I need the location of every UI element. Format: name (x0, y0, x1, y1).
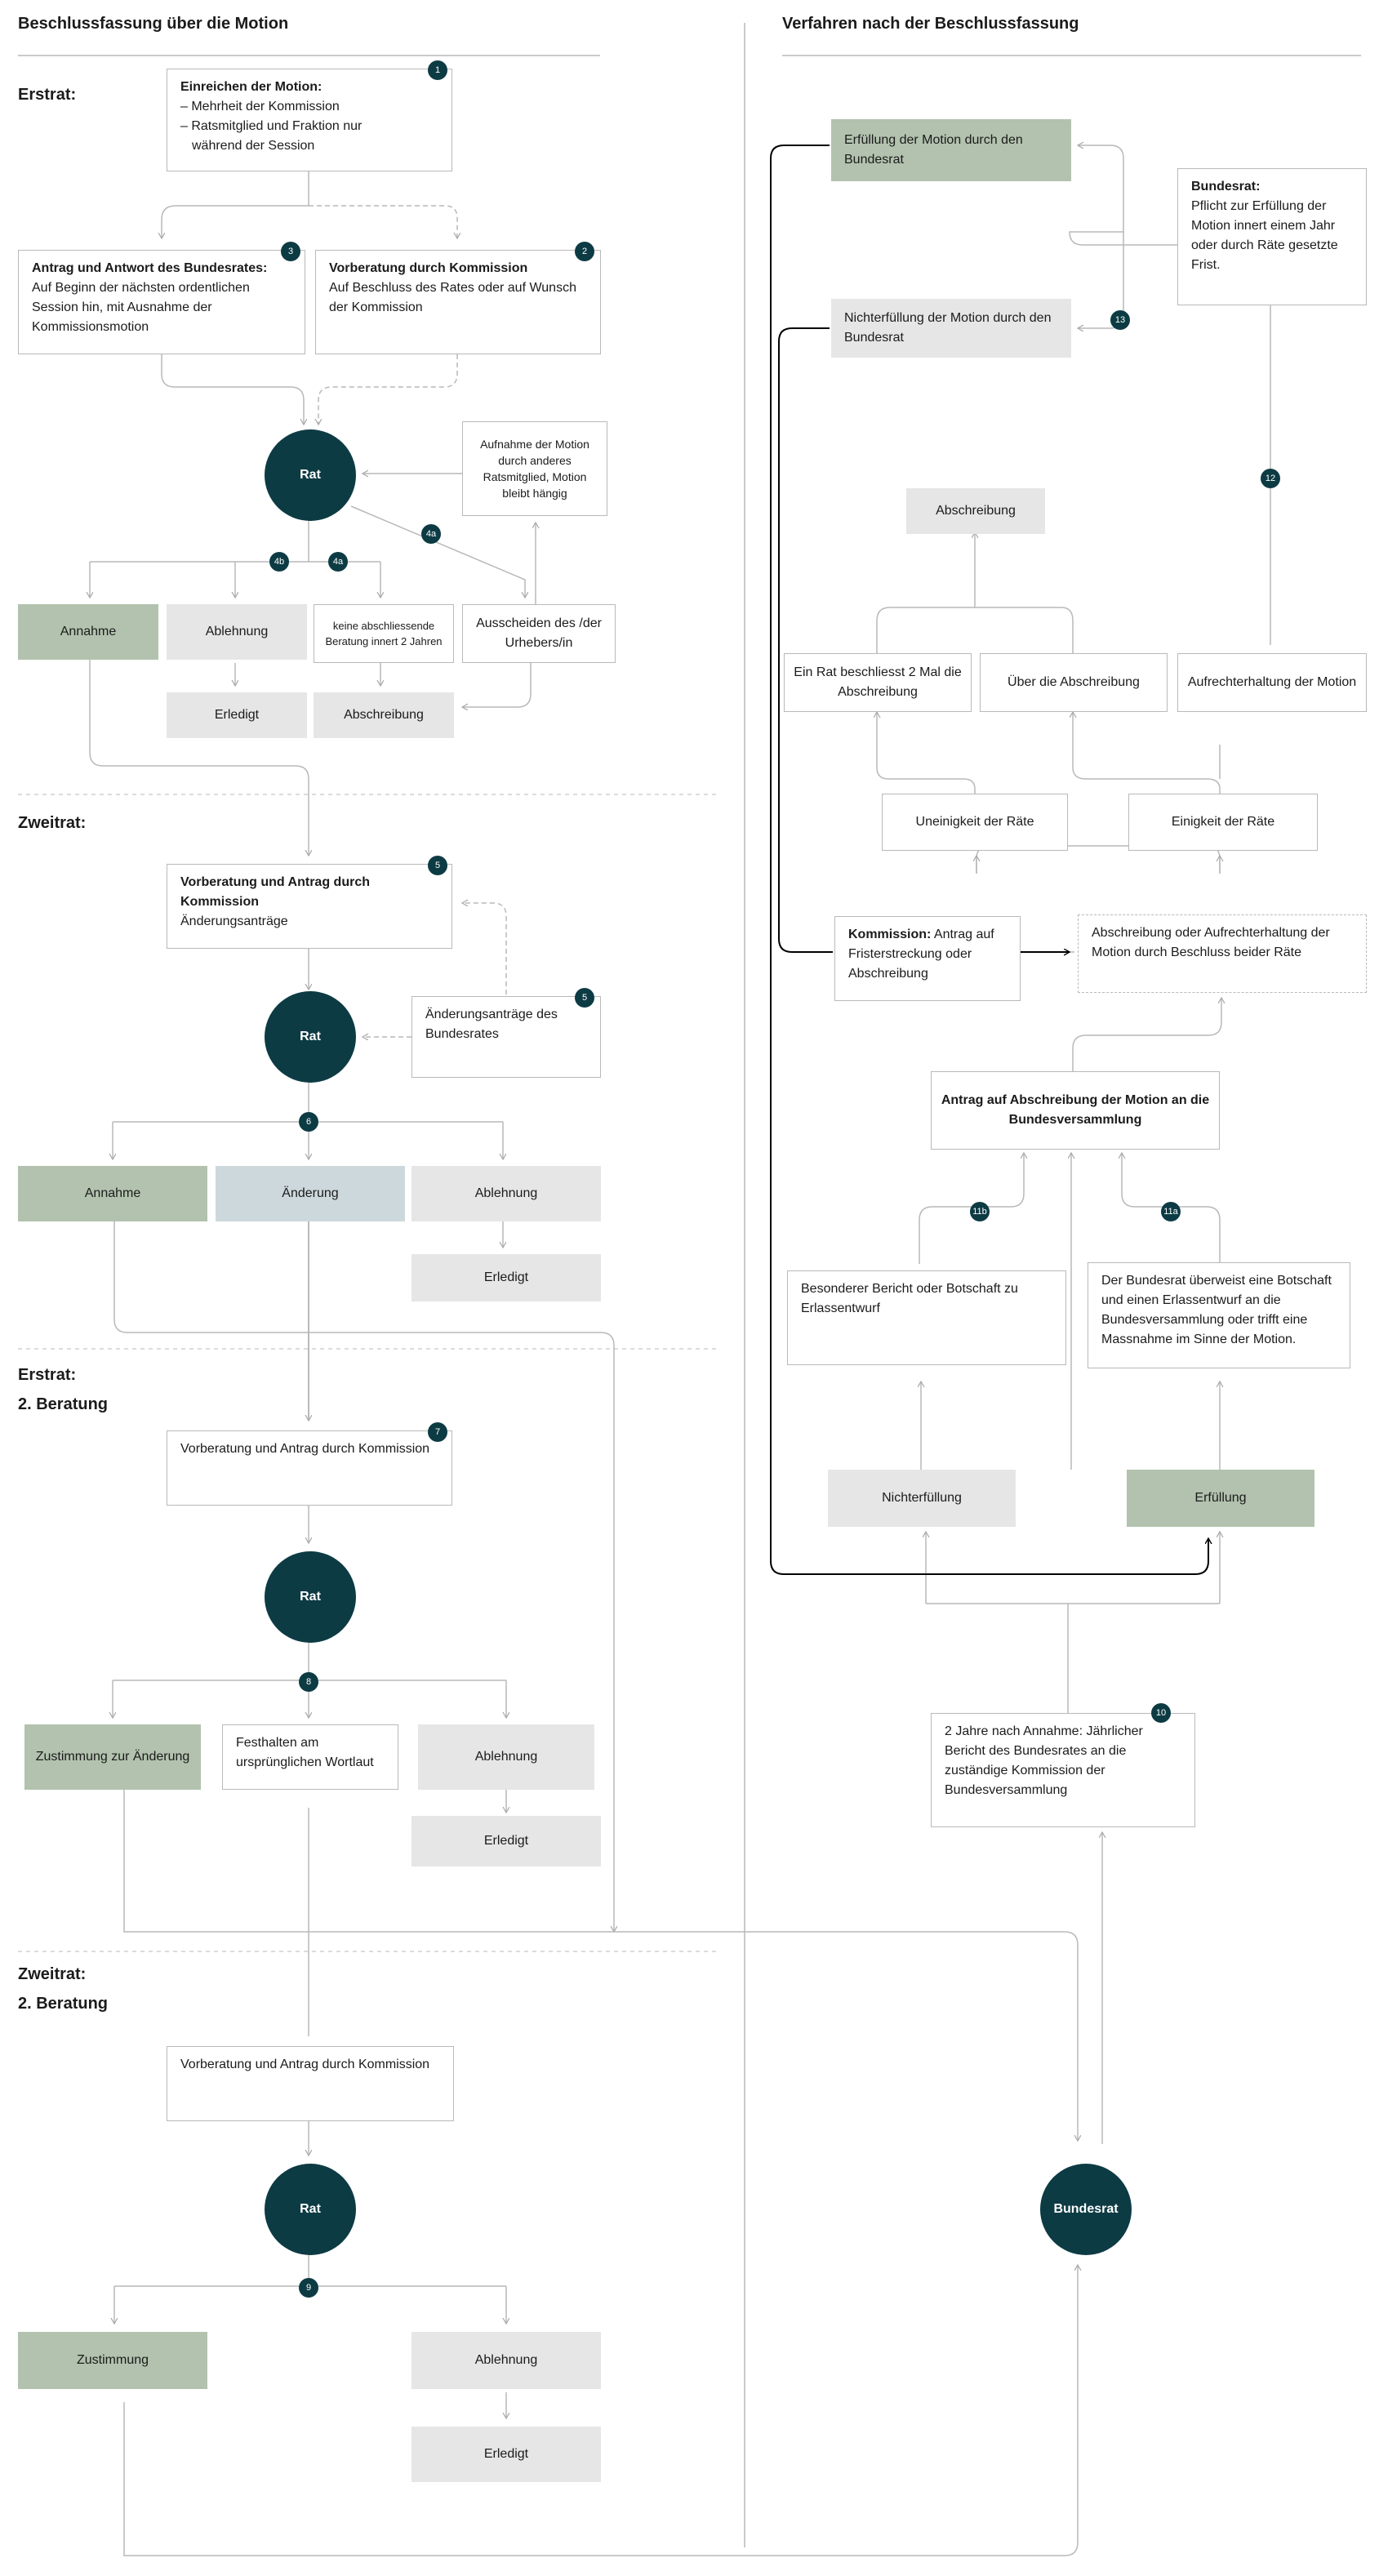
badge-8: 8 (299, 1672, 318, 1692)
rat-circle-4: Rat (265, 2164, 356, 2255)
badge-12: 12 (1261, 469, 1280, 488)
node-antrag-abschreibung: Antrag auf Abschreibung der Motion an di… (931, 1071, 1220, 1150)
node-vorberatung-kommission: Vorberatung durch Kommission Auf Beschlu… (315, 250, 601, 354)
node-aufnahme-motion: Aufnahme der Motion durch anderes Ratsmi… (462, 421, 607, 516)
section-erstrat: Erstrat: (18, 86, 77, 104)
node-festhalten: Festhalten am ursprünglichen Wortlaut (222, 1724, 398, 1790)
node-nichterfuellung-br: Nichterfüllung der Motion durch den Bund… (831, 299, 1071, 358)
bundesrat-circle: Bundesrat (1040, 2164, 1132, 2255)
node-aufrechterhaltung: Aufrechterhaltung der Motion (1177, 653, 1367, 712)
node-kommission-text: Antrag auf Fristerstreckung oder Abschre… (848, 928, 994, 981)
node-vorberatung-antrag-title: Vorberatung und Antrag durch Kommission (180, 875, 370, 909)
badge-4b: 4b (269, 552, 289, 572)
node-br-pflicht-text: Pflicht zur Erfüllung der Motion innert … (1191, 199, 1338, 272)
node-einigkeit: Einigkeit der Räte (1128, 794, 1318, 851)
node-vorberatung-antrag: Vorberatung und Antrag durch Kommission … (167, 864, 452, 949)
node-aenderung: Änderung (216, 1166, 405, 1221)
section-erstrat-2-title: Erstrat: (18, 1366, 77, 1384)
node-abschreibung-oder-aufrechterhaltung: Abschreibung oder Aufrechterhaltung der … (1078, 914, 1367, 993)
node-vorberatung-kommission-text: Auf Beschluss des Rates oder auf Wunsch … (329, 281, 576, 314)
node-zustimmung-aenderung: Zustimmung zur Änderung (24, 1724, 201, 1790)
node-antrag-bundesrat-text: Auf Beginn der nächsten ordentlichen Ses… (32, 281, 250, 334)
node-ablehnung-2: Ablehnung (411, 1166, 601, 1221)
node-einreichen-line2: – Ratsmitglied und Fraktion nur (180, 119, 363, 133)
node-erledigt-3: Erledigt (411, 1816, 601, 1866)
node-abschreibung-r: Abschreibung (906, 488, 1045, 534)
badge-6: 6 (299, 1112, 318, 1132)
node-br-pflicht: Bundesrat: Pflicht zur Erfüllung der Mot… (1177, 168, 1367, 305)
node-ein-rat: Ein Rat beschliesst 2 Mal die Abschreibu… (784, 653, 972, 712)
node-einreichen-title: Einreichen der Motion: (180, 80, 323, 94)
node-kommission: Kommission: Antrag auf Fristerstreckung … (834, 916, 1021, 1001)
rat-circle-1: Rat (265, 429, 356, 521)
badge-5b: 5 (575, 988, 594, 1008)
badge-4a: 4a (328, 552, 348, 572)
section-zweitrat: Zweitrat: (18, 814, 87, 832)
node-ausscheiden: Ausscheiden des /der Urhebers/in (462, 604, 616, 663)
node-ablehnung-4: Ablehnung (411, 2332, 601, 2389)
node-besonderer-bericht: Besonderer Bericht oder Botschaft zu Erl… (787, 1270, 1066, 1365)
badge-5: 5 (428, 856, 447, 875)
badge-1: 1 (428, 60, 447, 80)
badge-3: 3 (281, 242, 300, 261)
node-br-ueberweist: Der Bundesrat überweist eine Botschaft u… (1088, 1262, 1350, 1368)
node-aenderungsantraege-br: Änderungsanträge des Bundesrates (411, 996, 601, 1078)
badge-9: 9 (299, 2278, 318, 2298)
node-vorberatung-kommission-3: Vorberatung und Antrag durch Kommission (167, 2046, 454, 2121)
node-antrag-bundesrat: Antrag und Antwort des Bundesrates: Auf … (18, 250, 305, 354)
node-ablehnung-3: Ablehnung (418, 1724, 594, 1790)
node-erfuellung-br: Erfüllung der Motion durch den Bundesrat (831, 119, 1071, 181)
node-einreichen: Einreichen der Motion: – Mehrheit der Ko… (167, 69, 452, 171)
node-nichterfuellung: Nichterfüllung (828, 1470, 1016, 1527)
node-zwei-jahre: 2 Jahre nach Annahme: Jährlicher Bericht… (931, 1713, 1195, 1827)
node-uneinigkeit: Uneinigkeit der Räte (882, 794, 1068, 851)
node-vorberatung-antrag-text: Änderungsanträge (180, 914, 288, 928)
node-ablehnung-1: Ablehnung (167, 604, 307, 660)
right-heading: Verfahren nach der Beschlussfassung (782, 15, 1079, 33)
node-abschreibung-1: Abschreibung (314, 692, 454, 738)
section-erstrat-2: Erstrat: 2. Beratung (18, 1360, 108, 1419)
rat-circle-2: Rat (265, 991, 356, 1083)
section-zweitrat-2-title: Zweitrat: (18, 1965, 87, 1983)
node-erfuellung: Erfüllung (1127, 1470, 1314, 1527)
node-einreichen-line1: – Mehrheit der Kommission (180, 100, 340, 113)
node-br-pflicht-title: Bundesrat: (1191, 180, 1261, 194)
badge-4a-right: 4a (421, 524, 441, 544)
node-antrag-bundesrat-title: Antrag und Antwort des Bundesrates: (32, 261, 268, 275)
badge-10: 10 (1151, 1703, 1171, 1723)
node-vorberatung-kommission-2: Vorberatung und Antrag durch Kommission (167, 1430, 452, 1506)
node-keine-abschliessende: keine abschliessende Beratung innert 2 J… (314, 604, 454, 663)
node-ueber-abschreibung: Über die Abschreibung (980, 653, 1168, 712)
node-erledigt-4: Erledigt (411, 2427, 601, 2482)
badge-2: 2 (575, 242, 594, 261)
node-kommission-title: Kommission: (848, 928, 932, 941)
node-annahme-2: Annahme (18, 1166, 207, 1221)
node-vorberatung-kommission-title: Vorberatung durch Kommission (329, 261, 528, 275)
rat-circle-3: Rat (265, 1551, 356, 1643)
node-erledigt-2: Erledigt (411, 1254, 601, 1301)
node-erledigt-1: Erledigt (167, 692, 307, 738)
left-heading: Beschlussfassung über die Motion (18, 15, 289, 33)
section-zweitrat-2: Zweitrat: 2. Beratung (18, 1960, 108, 2018)
node-einreichen-line3: während der Session (192, 139, 315, 153)
section-erstrat-2-sub: 2. Beratung (18, 1395, 109, 1413)
node-zustimmung: Zustimmung (18, 2332, 207, 2389)
badge-13: 13 (1110, 310, 1130, 330)
badge-11b: 11b (970, 1202, 990, 1221)
badge-11a: 11a (1161, 1202, 1181, 1221)
section-zweitrat-2-sub: 2. Beratung (18, 1995, 109, 2013)
badge-7: 7 (428, 1422, 447, 1442)
node-annahme-1: Annahme (18, 604, 158, 660)
